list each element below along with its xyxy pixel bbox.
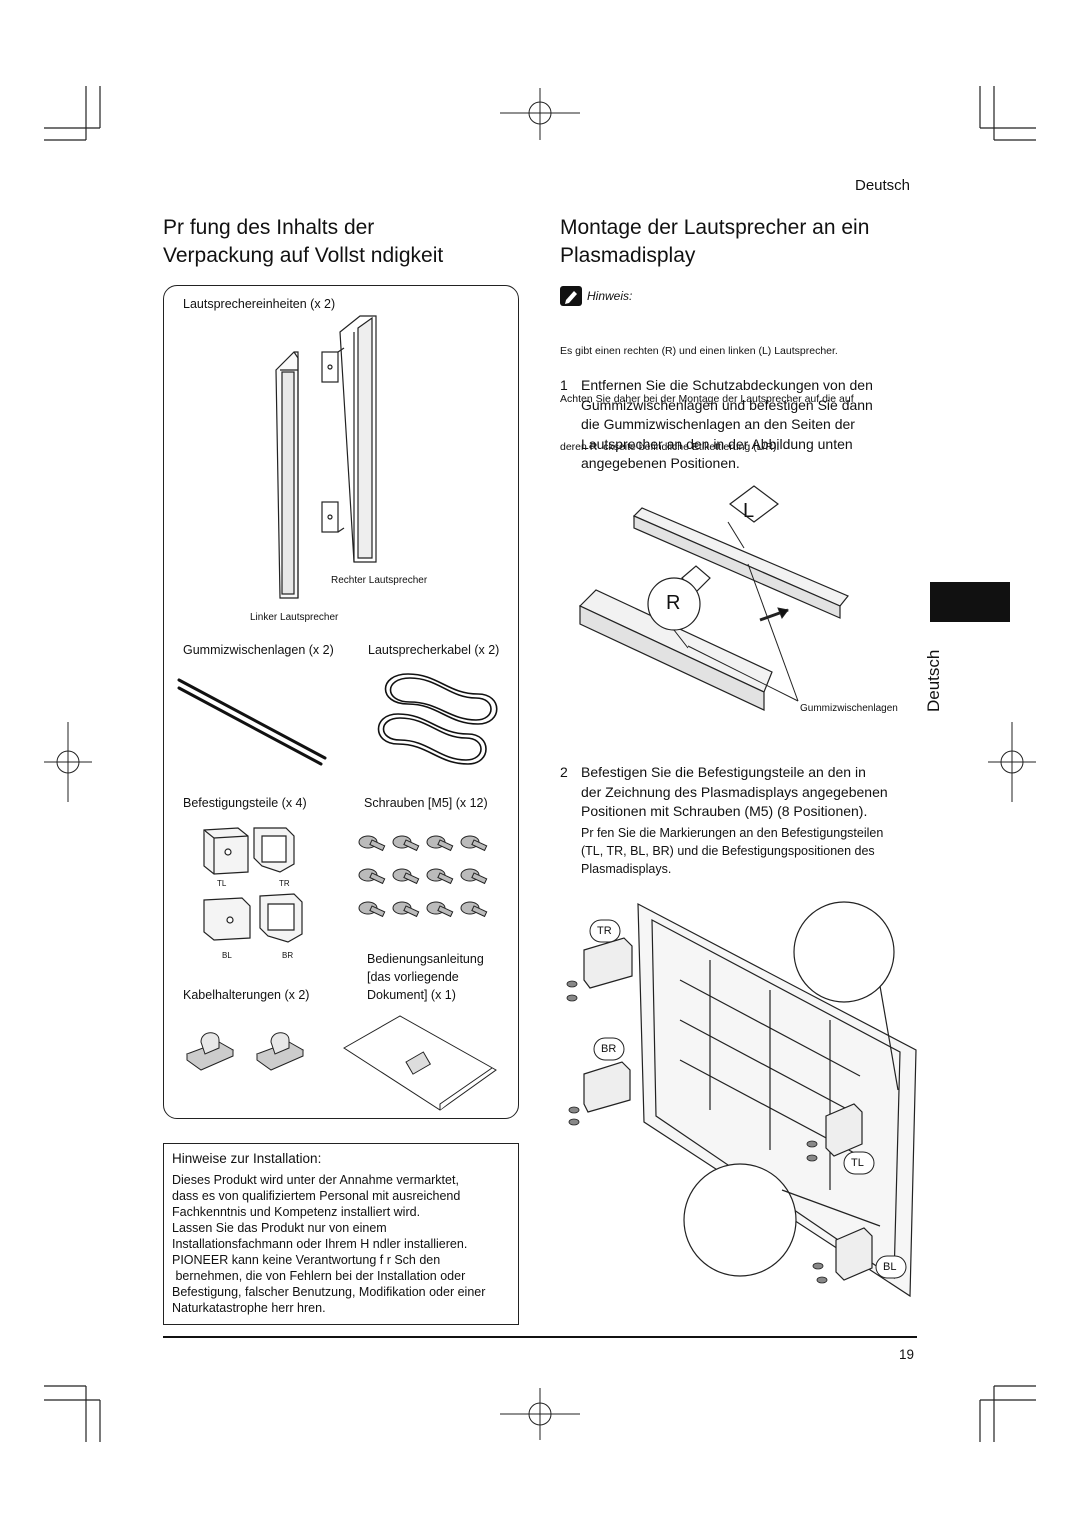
page-number: 19 xyxy=(899,1347,915,1362)
notes-line: PIONEER kann keine Verantwortung f r Sch… xyxy=(172,1253,441,1267)
screws-label: Schrauben [M5] (x 12) xyxy=(364,796,488,810)
cables-label: Lautsprecherkabel (x 2) xyxy=(368,643,500,657)
side-tab-marker xyxy=(930,582,1010,622)
clamps-label: Kabelhalterungen (x 2) xyxy=(183,988,310,1002)
figure2-tag-tl: TL xyxy=(851,1157,864,1169)
figure1-letter-r: R xyxy=(666,592,681,614)
notes-title: Hinweise zur Installation: xyxy=(172,1151,322,1166)
manual-booklet-illustration xyxy=(343,1015,497,1111)
footer-rule xyxy=(163,1336,917,1338)
notes-line: dass es von qualifiziertem Personal mit … xyxy=(172,1189,461,1203)
notes-line: Befestigung, falscher Benutzung, Modifik… xyxy=(172,1285,486,1299)
step1-number: 1 xyxy=(560,377,568,393)
bracket-code-tl: TL xyxy=(217,879,227,888)
notes-body: Dieses Produkt wird unter der Annahme ve… xyxy=(172,1172,512,1316)
notes-line: Fachkenntnis und Kompetenz installiert w… xyxy=(172,1205,421,1219)
manual-label-line1: Bedienungsanleitung xyxy=(367,952,484,966)
figure1-callout: Gummizwischenlagen xyxy=(800,703,898,714)
speaker-cables-illustration xyxy=(377,673,498,765)
step1-line: Entfernen Sie die Schutzabdeckungen von … xyxy=(581,377,873,393)
right-speaker-label: Rechter Lautsprecher xyxy=(331,575,428,586)
step2-line: Befestigen Sie die Befestigungsteile an … xyxy=(581,764,866,780)
step2-sub-line: (TL, TR, BL, BR) und die Befestigungspos… xyxy=(581,844,875,858)
step2-number: 2 xyxy=(560,764,568,780)
step2-sub-line: Pr fen Sie die Markierungen an den Befes… xyxy=(581,826,884,840)
bracket-code-tr: TR xyxy=(279,879,290,888)
manual-label-line2: [das vorliegende xyxy=(367,970,459,984)
hint-text: Es gibt einen rechten (R) und einen link… xyxy=(560,311,854,471)
side-tab-label-text: Deutsch xyxy=(924,649,943,712)
note-pencil-icon xyxy=(560,286,582,306)
right-title-line1: Montage der Lautsprecher an ein xyxy=(560,216,870,239)
left-title-line2: Verpackung auf Vollst ndigkeit xyxy=(163,244,444,267)
contents-panel xyxy=(163,285,519,1119)
figure1-letter-l: L xyxy=(743,500,755,522)
plasma-display-figure xyxy=(566,901,917,1298)
cable-clamps-illustration xyxy=(185,1032,305,1071)
step2-line: der Zeichnung des Plasmadisplays angegeb… xyxy=(581,783,888,800)
hint-line: Es gibt einen rechten (R) und einen link… xyxy=(560,345,838,357)
screws-illustration xyxy=(358,835,488,917)
speakers-illustration xyxy=(275,315,377,599)
notes-line: bernehmen, die von Fehlern bei der Insta… xyxy=(172,1269,466,1283)
right-title-line2: Plasmadisplay xyxy=(560,244,696,267)
step1-line: die Gummizwischenlagen an den Seiten der xyxy=(581,416,855,432)
figure2-tag-br: BR xyxy=(601,1043,617,1055)
bracket-code-br: BR xyxy=(282,951,294,960)
notes-line: Installationsfachmann oder Ihrem H ndler… xyxy=(172,1237,468,1251)
step2-text: Befestigen Sie die Befestigungsteile an … xyxy=(581,763,888,822)
speakers-label: Lautsprechereinheiten (x 2) xyxy=(183,297,336,311)
left-speaker-label: Linker Lautsprecher xyxy=(250,612,339,623)
brackets-label: Befestigungsteile (x 4) xyxy=(183,796,307,810)
notes-line: Naturkatastrophe herr hren. xyxy=(172,1301,326,1315)
figure2-tag-bl: BL xyxy=(883,1261,897,1273)
step1-line: Gummizwischenlagen und befestigen Sie da… xyxy=(581,396,873,413)
left-title-line1: Pr fung des Inhalts der xyxy=(163,216,375,239)
speaker-pads-figure xyxy=(578,485,849,711)
hint-line: Achten Sie daher bei der Montage der Lau… xyxy=(560,393,854,405)
step1-line: angegebenen Positionen. xyxy=(581,455,740,471)
header-language: Deutsch xyxy=(855,177,911,194)
manual-label-line3: Dokument] (x 1) xyxy=(367,988,456,1002)
step1-line: Lautsprecher an den in der Abbildung unt… xyxy=(581,435,853,452)
step2-sub-text: Pr fen Sie die Markierungen an den Befes… xyxy=(581,824,883,878)
installation-notes-box xyxy=(163,1143,519,1325)
step2-sub-line: Plasmadisplays. xyxy=(581,862,672,876)
notes-line: Dieses Produkt wird unter der Annahme ve… xyxy=(172,1173,459,1187)
hint-line: deren R ckseite befindliche Etikettierun… xyxy=(560,441,780,453)
bracket-code-bl: BL xyxy=(222,951,232,960)
step1-text: Entfernen Sie die Schutzabdeckungen von … xyxy=(581,376,873,474)
rubber-pads-illustration xyxy=(177,678,327,766)
notes-line: Lassen Sie das Produkt nur von einem xyxy=(172,1221,387,1235)
step2-line: Positionen mit Schrauben (M5) (8 Positio… xyxy=(581,803,868,819)
brackets-illustration xyxy=(203,827,303,943)
side-tab-label: Deutsch xyxy=(918,632,978,712)
pads-label: Gummizwischenlagen (x 2) xyxy=(183,643,334,657)
figure2-tag-tr: TR xyxy=(597,925,612,937)
hint-label: Hinweis: xyxy=(587,289,633,303)
